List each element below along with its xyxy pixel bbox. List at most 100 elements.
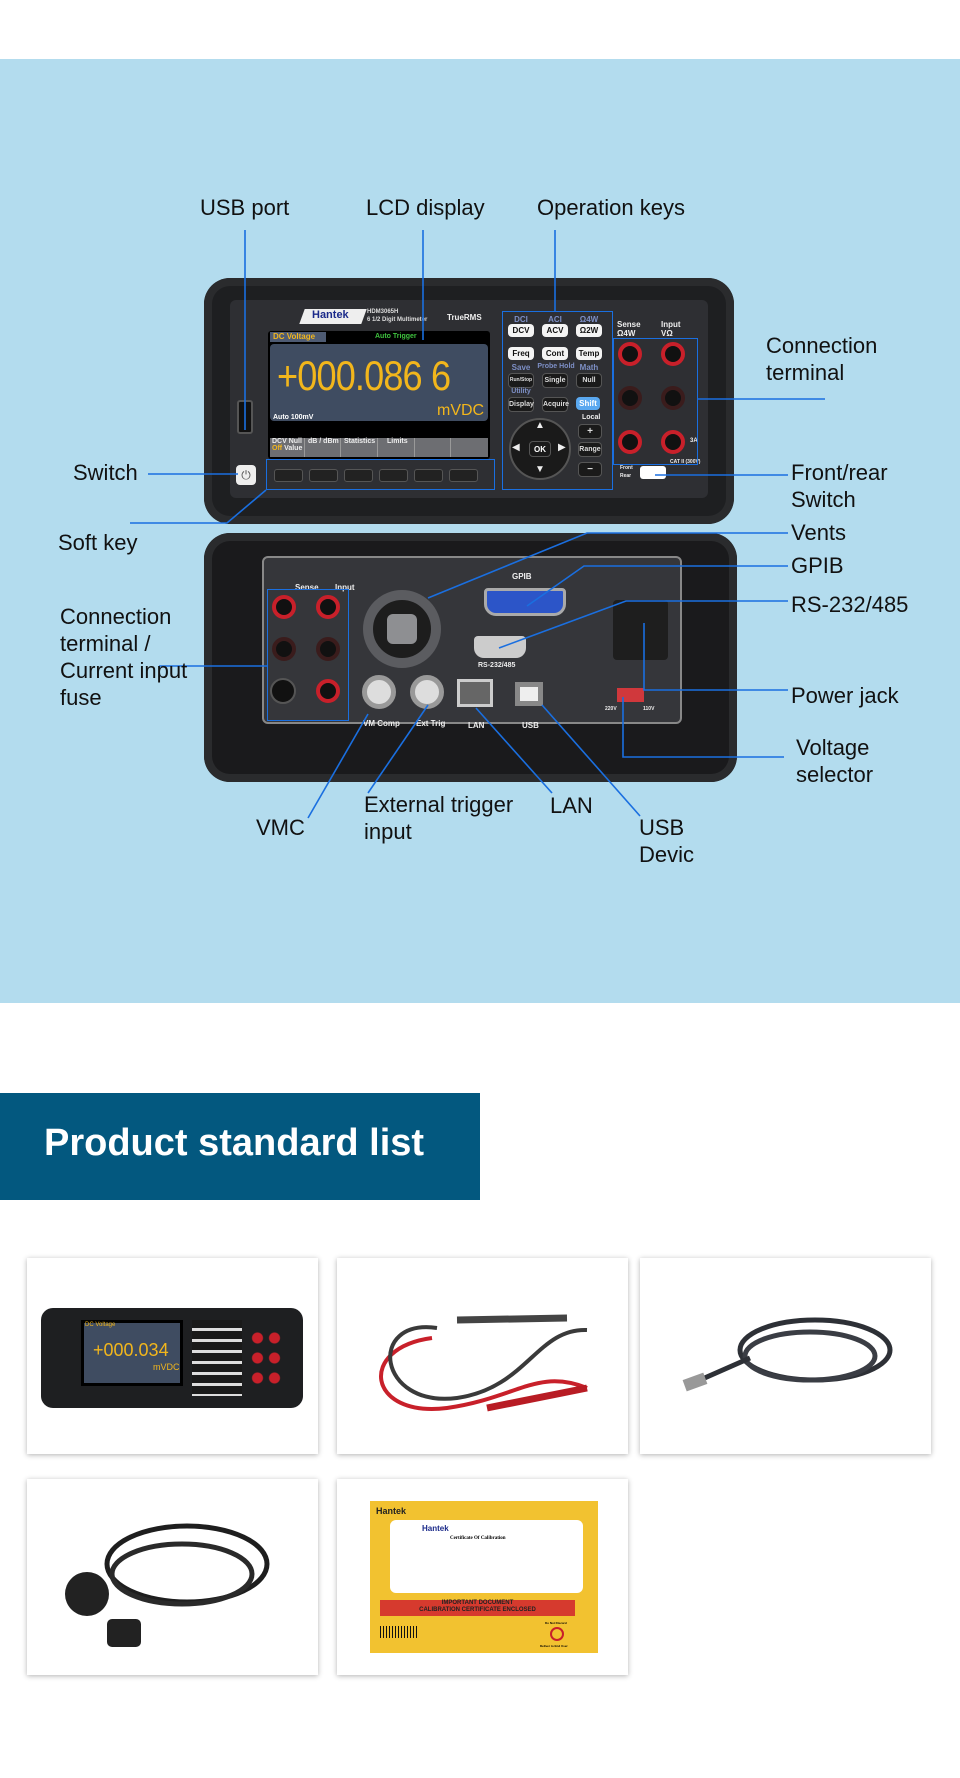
power-inlet[interactable] <box>613 600 668 660</box>
freq-key[interactable]: Freq <box>508 347 534 360</box>
dcv-key[interactable]: DCV <box>508 324 534 337</box>
rear-label: Rear <box>620 473 632 479</box>
label-voltage-selector: Voltage selector <box>796 735 874 787</box>
temp-key[interactable]: Temp <box>576 347 602 360</box>
label-lan: LAN <box>550 793 593 818</box>
brand-logo: Hantek <box>312 309 349 321</box>
soft-key-3[interactable] <box>344 469 373 482</box>
rear-input-lo-jack[interactable] <box>316 637 340 661</box>
sense-hi-jack[interactable] <box>618 342 642 366</box>
key-label-4w: Ω4W <box>579 315 599 324</box>
certificate-title: Certificate Of Calibration <box>450 1536 506 1541</box>
no-discard-icon <box>550 1627 564 1641</box>
minus-key[interactable]: − <box>578 462 602 477</box>
v110-label: 110V <box>643 706 655 712</box>
usb-device-port[interactable] <box>515 682 543 706</box>
vm-comp-bnc[interactable] <box>362 675 396 709</box>
single-key[interactable]: Single <box>542 373 568 388</box>
fan-vent <box>363 590 441 668</box>
arrow-down-icon[interactable]: ▼ <box>535 464 545 475</box>
shift-key[interactable]: Shift <box>576 397 600 410</box>
input-lo-jack[interactable] <box>661 386 685 410</box>
soft-key-1[interactable] <box>274 469 303 482</box>
rear-sense-lo-jack[interactable] <box>272 637 296 661</box>
subtitle-label: 6 1/2 Digit Multimeter <box>367 317 428 323</box>
rear-input-label: Input <box>335 583 355 592</box>
v220-label: 220V <box>605 706 617 712</box>
cont-key[interactable]: Cont <box>542 347 568 360</box>
leader-usb-device <box>541 704 641 817</box>
soft-key-4[interactable] <box>379 469 408 482</box>
operation-keys-highlight <box>502 311 613 490</box>
ohm2w-key[interactable]: Ω2W <box>576 324 602 337</box>
lcd-reading-area <box>270 344 488 421</box>
power-switch[interactable]: ⏻ <box>236 465 256 485</box>
key-label-utility: Utility <box>511 388 531 395</box>
mini-terminals <box>249 1328 283 1388</box>
model-label: HDM3065H <box>367 309 399 315</box>
lcd-unit: mVDC <box>437 402 485 419</box>
key-label-probe-hold: Probe Hold <box>537 363 575 370</box>
soft-key-2[interactable] <box>309 469 338 482</box>
product-certificate: Hantek Hantek Certificate Of Calibration… <box>337 1479 628 1675</box>
section-banner <box>0 1093 480 1200</box>
input-label: Input VΩ <box>661 320 681 338</box>
softkey-label-db: dB / dBm <box>305 438 341 457</box>
lan-port[interactable] <box>457 679 493 707</box>
front-label: Front <box>620 465 633 471</box>
arrow-left-icon[interactable]: ◀ <box>512 442 520 453</box>
run-stop-key[interactable]: Run/Stop <box>508 373 534 388</box>
current-3a-jack[interactable] <box>661 430 685 454</box>
label-lcd-display: LCD display <box>366 195 485 220</box>
label-vmc: VMC <box>256 815 305 840</box>
diagram-panel <box>0 59 960 1003</box>
rear-input-hi-jack[interactable] <box>316 595 340 619</box>
leader-soft-key <box>130 489 267 524</box>
rear-3a-jack[interactable] <box>316 679 340 703</box>
soft-key-6[interactable] <box>449 469 478 482</box>
product-multimeter: DC Voltage +000.034 mVDC <box>27 1258 318 1454</box>
gpib-label: GPIB <box>512 572 532 581</box>
ext-trig-label: Ext Trig <box>416 719 446 728</box>
leader-gpib <box>526 565 788 607</box>
key-label-aci: ACI <box>548 315 562 324</box>
range-key[interactable]: Range <box>578 442 602 457</box>
acquire-key[interactable]: Acquire <box>542 397 569 412</box>
sense-lo-jack[interactable] <box>618 386 642 410</box>
arrow-right-icon[interactable]: ▶ <box>558 442 566 453</box>
fan-hub <box>387 614 417 644</box>
mini-keypad <box>192 1320 242 1396</box>
gpib-connector[interactable] <box>484 588 566 616</box>
current-fuse[interactable] <box>270 678 296 704</box>
null-key[interactable]: Null <box>576 373 602 388</box>
leader-vents <box>427 532 788 599</box>
acv-key[interactable]: ACV <box>542 324 568 337</box>
key-label-dci: DCI <box>514 315 528 324</box>
arrow-up-icon[interactable]: ▲ <box>535 420 545 431</box>
label-rs232: RS-232/485 <box>791 592 909 617</box>
display-key[interactable]: Display <box>508 397 534 412</box>
mini-reading: +000.034 <box>93 1340 169 1360</box>
plus-key[interactable]: + <box>578 424 602 439</box>
deliver-to-end-user: Deliver to End User <box>540 1644 568 1648</box>
softkey-label-statistics: Statistics <box>341 438 378 457</box>
ok-key[interactable]: OK <box>529 441 551 457</box>
certificate-sheet-brand: Hantek <box>422 1524 449 1533</box>
barcode <box>380 1626 417 1638</box>
lcd-mode-tab <box>270 332 326 342</box>
rs232-label: RS-232/485 <box>478 662 516 669</box>
rear-sense-hi-jack[interactable] <box>272 595 296 619</box>
certificate-warning-banner: IMPORTANT DOCUMENT CALIBRATION CERTIFICA… <box>380 1600 575 1616</box>
current-10a-jack[interactable] <box>618 430 642 454</box>
label-soft-key: Soft key <box>58 530 138 555</box>
input-hi-jack[interactable] <box>661 342 685 366</box>
leader-rs232 <box>498 600 788 649</box>
leader-power-jack <box>643 623 788 691</box>
leader-lan <box>475 707 553 794</box>
soft-key-5[interactable] <box>414 469 443 482</box>
product-usb-cable <box>640 1258 931 1454</box>
mini-mode: DC Voltage <box>85 1322 116 1328</box>
softkey-text: DCV Null <box>272 438 302 445</box>
